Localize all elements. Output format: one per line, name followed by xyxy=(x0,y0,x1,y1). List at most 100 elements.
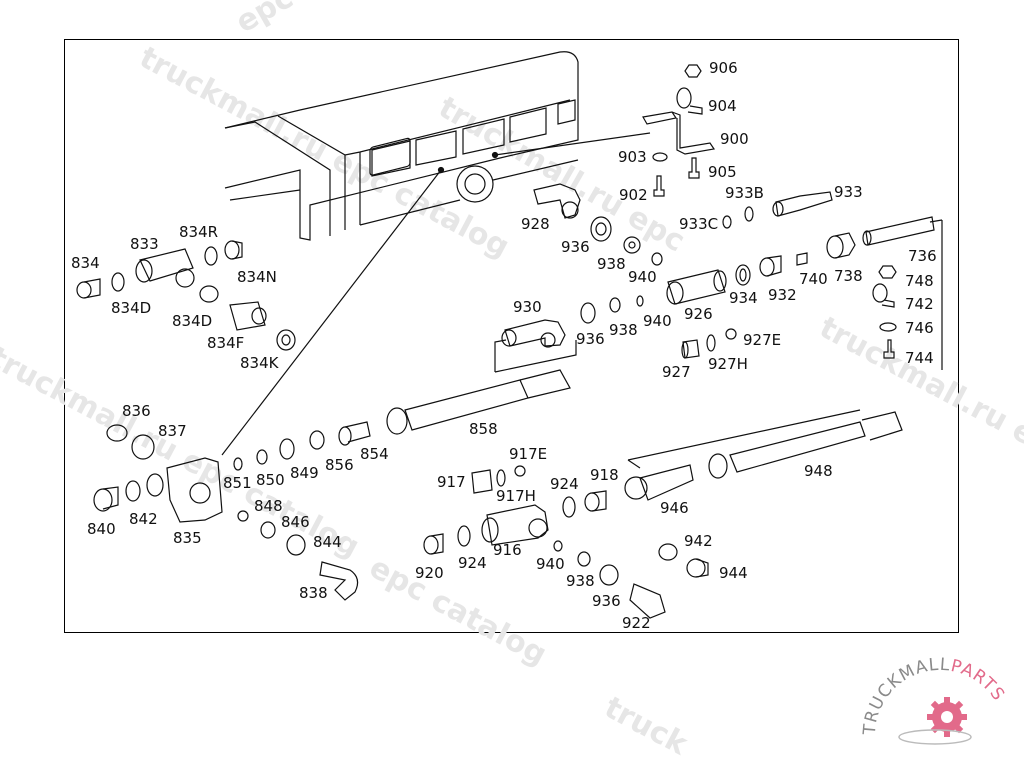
part-837 xyxy=(131,434,155,460)
part-label-837[interactable]: 837 xyxy=(158,422,187,440)
part-label-744[interactable]: 744 xyxy=(905,349,934,367)
part-926 xyxy=(666,269,727,305)
leader-line xyxy=(494,132,651,156)
part-834D xyxy=(199,285,219,303)
part-label-834D[interactable]: 834D xyxy=(111,299,152,317)
part-label-936[interactable]: 936 xyxy=(561,238,590,256)
part-label-842[interactable]: 842 xyxy=(129,510,158,528)
part-label-850[interactable]: 850 xyxy=(256,471,285,489)
part-label-930[interactable]: 930 xyxy=(513,298,542,316)
part-label-942[interactable]: 942 xyxy=(684,532,713,550)
part-label-906[interactable]: 906 xyxy=(709,59,738,77)
part-948 xyxy=(708,411,903,479)
part-924 xyxy=(457,525,471,547)
part-label-746[interactable]: 746 xyxy=(905,319,934,337)
part-label-928[interactable]: 928 xyxy=(521,215,550,233)
part-label-834N[interactable]: 834N xyxy=(237,268,277,286)
part-label-742[interactable]: 742 xyxy=(905,295,934,313)
part-label-946[interactable]: 946 xyxy=(660,499,689,517)
part-label-932[interactable]: 932 xyxy=(768,286,797,304)
part-label-849[interactable]: 849 xyxy=(290,464,319,482)
part-917 xyxy=(471,469,493,494)
part-label-944[interactable]: 944 xyxy=(719,564,748,582)
part-label-938[interactable]: 938 xyxy=(609,321,638,339)
part-label-940[interactable]: 940 xyxy=(643,312,672,330)
part-927E xyxy=(725,328,737,340)
part-label-934[interactable]: 934 xyxy=(729,289,758,307)
part-844 xyxy=(286,534,306,556)
part-label-858[interactable]: 858 xyxy=(469,420,498,438)
part-label-927[interactable]: 927 xyxy=(662,363,691,381)
part-838 xyxy=(319,561,359,601)
part-label-922[interactable]: 922 xyxy=(622,614,651,632)
part-label-748[interactable]: 748 xyxy=(905,272,934,290)
part-928 xyxy=(533,183,581,219)
part-label-936[interactable]: 936 xyxy=(592,592,621,610)
part-label-905[interactable]: 905 xyxy=(708,163,737,181)
part-label-938[interactable]: 938 xyxy=(597,255,626,273)
part-label-848[interactable]: 848 xyxy=(254,497,283,515)
part-933B xyxy=(744,206,754,222)
part-940 xyxy=(553,540,563,552)
part-label-736[interactable]: 736 xyxy=(908,247,937,265)
part-label-933[interactable]: 933 xyxy=(834,183,863,201)
part-label-836[interactable]: 836 xyxy=(122,402,151,420)
part-936 xyxy=(599,564,619,586)
part-label-916[interactable]: 916 xyxy=(493,541,522,559)
part-label-844[interactable]: 844 xyxy=(313,533,342,551)
part-927 xyxy=(681,339,700,359)
part-834D xyxy=(111,272,125,292)
part-label-854[interactable]: 854 xyxy=(360,445,389,463)
bus-illustration xyxy=(224,51,579,241)
part-label-834F[interactable]: 834F xyxy=(207,334,245,352)
part-label-917[interactable]: 917 xyxy=(437,473,466,491)
part-930 xyxy=(501,319,566,348)
part-label-933C[interactable]: 933C xyxy=(679,215,719,233)
part-917E xyxy=(514,465,526,477)
part-label-900[interactable]: 900 xyxy=(720,130,749,148)
part-label-834D[interactable]: 834D xyxy=(172,312,213,330)
part-label-835[interactable]: 835 xyxy=(173,529,202,547)
part-label-834K[interactable]: 834K xyxy=(240,354,279,372)
part-label-917E[interactable]: 917E xyxy=(509,445,548,463)
part-label-920[interactable]: 920 xyxy=(415,564,444,582)
part-840 xyxy=(93,486,119,512)
part-927H xyxy=(706,334,716,352)
part-label-940[interactable]: 940 xyxy=(628,268,657,286)
part-label-833[interactable]: 833 xyxy=(130,235,159,253)
part-833 xyxy=(135,248,195,288)
part-label-936[interactable]: 936 xyxy=(576,330,605,348)
part-label-903[interactable]: 903 xyxy=(618,148,647,166)
part-label-940[interactable]: 940 xyxy=(536,555,565,573)
part-label-904[interactable]: 904 xyxy=(708,97,737,115)
part-label-926[interactable]: 926 xyxy=(684,305,713,323)
part-label-948[interactable]: 948 xyxy=(804,462,833,480)
part-label-851[interactable]: 851 xyxy=(223,474,252,492)
part-924 xyxy=(562,496,576,518)
part-940 xyxy=(636,295,644,307)
part-label-838[interactable]: 838 xyxy=(299,584,328,602)
part-944 xyxy=(686,558,709,578)
part-label-738[interactable]: 738 xyxy=(834,267,863,285)
part-938 xyxy=(577,551,591,567)
part-label-917H[interactable]: 917H xyxy=(496,487,536,505)
part-label-856[interactable]: 856 xyxy=(325,456,354,474)
part-label-902[interactable]: 902 xyxy=(619,186,648,204)
part-738 xyxy=(826,232,856,259)
part-918 xyxy=(584,490,607,512)
part-740 xyxy=(796,252,808,266)
part-label-924[interactable]: 924 xyxy=(550,475,579,493)
part-label-933B[interactable]: 933B xyxy=(725,184,764,202)
part-label-927H[interactable]: 927H xyxy=(708,355,748,373)
part-label-918[interactable]: 918 xyxy=(590,466,619,484)
part-854 xyxy=(338,421,371,446)
part-label-927E[interactable]: 927E xyxy=(743,331,782,349)
part-label-840[interactable]: 840 xyxy=(87,520,116,538)
part-label-740[interactable]: 740 xyxy=(799,270,828,288)
part-label-846[interactable]: 846 xyxy=(281,513,310,531)
part-label-834[interactable]: 834 xyxy=(71,254,100,272)
part-label-938[interactable]: 938 xyxy=(566,572,595,590)
part-label-924[interactable]: 924 xyxy=(458,554,487,572)
part-label-834R[interactable]: 834R xyxy=(179,223,219,241)
